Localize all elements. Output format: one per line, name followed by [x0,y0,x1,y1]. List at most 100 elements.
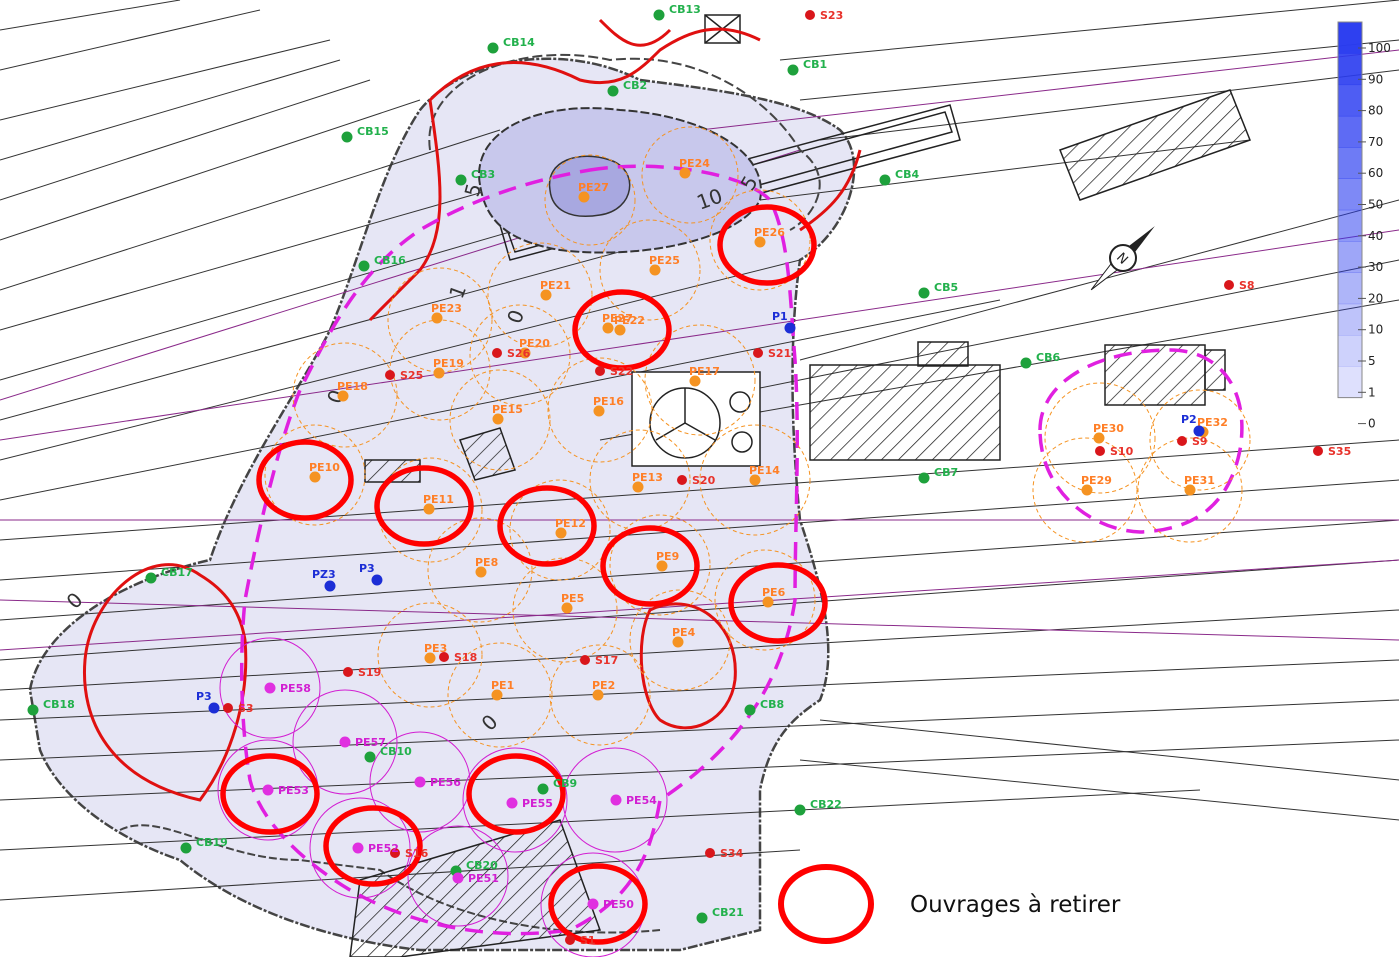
cb-point-label: CB5 [934,281,958,294]
pe5x-point-marker [352,842,364,854]
cb-point-label: CB17 [161,566,193,579]
s-point-label: S18 [454,651,477,664]
color-scale-tick-label: 90 [1368,72,1383,86]
s-point-marker [439,652,449,662]
cb-point-label: CB15 [357,125,389,138]
cb-point-label: CB4 [895,168,919,181]
pe-point-label: PE14 [749,464,780,477]
removal-circle-pe53 [220,753,320,835]
removal-circle-pe22 [572,289,672,371]
s-point-marker [492,348,502,358]
s-point-label: S16 [405,847,429,860]
pe-point-label: PE3 [424,642,447,655]
removal-circle-pe52 [323,805,423,887]
pe-point-label: PE17 [689,365,720,378]
pe-point-marker [578,191,590,203]
legend-circle-icon [778,864,874,944]
pe-point-label: PE4 [672,626,696,639]
s-point-label: S22 [610,365,633,378]
pe-point-marker [433,367,445,379]
pe5x-point-label: PE54 [626,794,657,807]
pe-point-marker [672,636,684,648]
cb-point-marker [918,472,930,484]
pe-point-label: PE30 [1093,422,1124,435]
color-scale-segment [1338,303,1362,336]
color-scale-segment [1338,272,1362,305]
pe-point-marker [679,167,691,179]
pe-point-marker [337,390,349,402]
s-point-label: S3 [238,702,254,715]
color-scale-segment [1338,178,1362,211]
s-point-marker [1095,446,1105,456]
pe-point-marker [762,596,774,608]
cb-point-label: CB1 [803,58,827,71]
removal-circle-pe6 [728,562,828,644]
s-point-marker [343,667,353,677]
pe5x-point-label: PE55 [522,797,553,810]
pe5x-point-marker [610,794,622,806]
track-lines [0,0,1399,901]
removal-circle-pe10 [256,439,354,521]
cb-point-marker [1020,357,1032,369]
cb-point-label: CB7 [934,466,958,479]
color-scale-segment [1338,115,1362,148]
p-point-marker [324,580,336,592]
p-point-marker [208,702,220,714]
pe-point-marker [309,471,321,483]
color-scale-segment [1338,335,1362,367]
pe-point-label: PE16 [593,395,624,408]
pe-point-label: PE32 [1197,416,1228,429]
pe-point-label: PE12 [555,517,586,530]
north-arrow-icon: N [1090,226,1155,291]
p-point-label: P3 [359,562,375,575]
pe5x-point-label: PE52 [368,842,399,855]
pe-point-label: PE10 [309,461,340,474]
pe-point-marker [602,322,614,334]
pe-point-marker [540,289,552,301]
pe-point-marker [593,405,605,417]
pe-point-label: PE31 [1184,474,1215,487]
s-point-label: S23 [820,9,843,22]
color-scale-tick-label: 50 [1368,198,1383,212]
pe-point-label: PE19 [433,357,464,370]
s-point-marker [805,10,815,20]
s-point-marker [1313,446,1323,456]
pe-point-marker [492,413,504,425]
removal-circle-pe9 [600,525,700,607]
pe-point-marker [656,560,668,572]
pe-point-marker [423,503,435,515]
removal-circle-pe12 [497,485,597,567]
influence-circles-orange [264,126,1251,748]
pe5x-point-marker [414,776,426,788]
color-scale-tick-label: 5 [1368,354,1376,368]
s-point-marker [705,848,715,858]
color-scale-border [1337,21,1363,399]
pe5x-point-label: PE51 [468,872,499,885]
cb-point-label: CB20 [466,859,498,872]
pe-point-label: PE22 [614,314,645,327]
s-point-label: S34 [720,847,744,860]
color-scale-segment [1338,366,1362,399]
pe5x-point-label: PE53 [278,784,309,797]
color-scale-bar [1337,21,1363,399]
removal-circles [220,204,828,945]
pe-point-label: PE18 [337,380,368,393]
pe-point-label: PE2 [592,679,615,692]
color-scale-tick-label: 1 [1368,385,1376,399]
buildings [349,14,1251,957]
cb-point-marker [787,64,799,76]
cb-point-marker [455,174,467,186]
s-point-marker [753,348,763,358]
s-point-marker [677,475,687,485]
cb-point-marker [27,704,39,716]
s-point-label: S35 [1328,445,1351,458]
s-point-label: S26 [507,347,531,360]
cb-point-label: CB3 [471,168,495,181]
influence-circles-magenta [217,637,668,957]
cb-point-label: CB14 [503,36,535,49]
pe5x-point-label: PE56 [430,776,461,789]
s-point-label: S19 [358,666,381,679]
cb-point-label: CB22 [810,798,842,811]
